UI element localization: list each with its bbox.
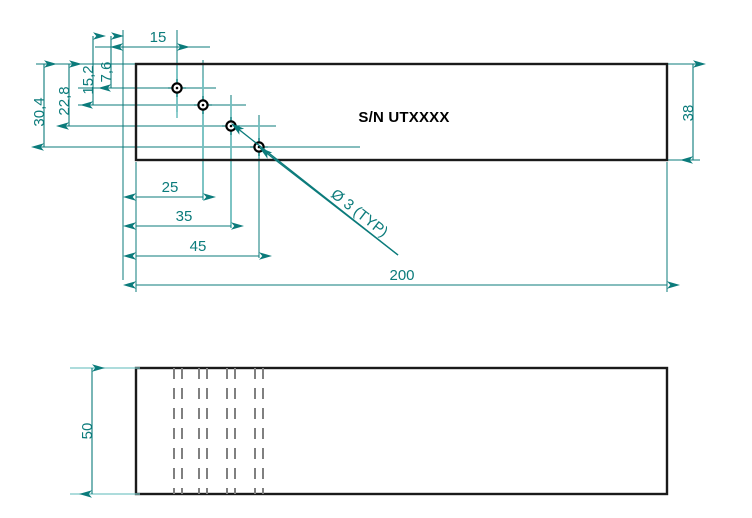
hole-1 xyxy=(168,79,186,97)
dim-15-group: 15 xyxy=(95,29,210,51)
diameter-leader: Ø 3 (TYP) xyxy=(231,123,399,256)
hole-2 xyxy=(194,96,212,114)
dim-15-2-text: 15,2 xyxy=(80,65,97,94)
diameter-note: Ø 3 (TYP) xyxy=(328,186,392,241)
dim-25-text: 25 xyxy=(162,179,179,196)
front-view-group: S/N UTXXXX Ø 3 (TYP) 7,6 15,2 22,8 xyxy=(30,29,707,292)
dim-7-6-text: 7,6 xyxy=(98,62,115,83)
part-serial-label: S/N UTXXXX xyxy=(358,109,449,126)
part-outline-plan xyxy=(134,366,669,496)
dim-30-4-text: 30,4 xyxy=(31,97,48,126)
dim-50-group: 50 xyxy=(78,364,106,498)
hole-group xyxy=(168,79,268,156)
horizontal-dimensions: 25 35 45 200 xyxy=(122,179,681,289)
dim-45-text: 45 xyxy=(190,238,207,255)
center-guides xyxy=(176,62,260,228)
vertical-dimensions: 7,6 15,2 22,8 30,4 xyxy=(30,32,125,151)
dim-38-text: 38 xyxy=(680,105,697,122)
hole-3 xyxy=(222,117,240,135)
plan-view-group: 50 xyxy=(70,364,669,498)
hidden-hole-lines xyxy=(173,368,264,494)
dim-50-text: 50 xyxy=(79,423,96,440)
dim-38-group: 38 xyxy=(679,60,707,164)
dim-15-text: 15 xyxy=(150,29,167,46)
dim-22-8-text: 22,8 xyxy=(56,86,73,115)
dim-200-text: 200 xyxy=(389,267,414,284)
part-outline-front xyxy=(134,62,669,162)
dim-35-text: 35 xyxy=(176,208,193,225)
